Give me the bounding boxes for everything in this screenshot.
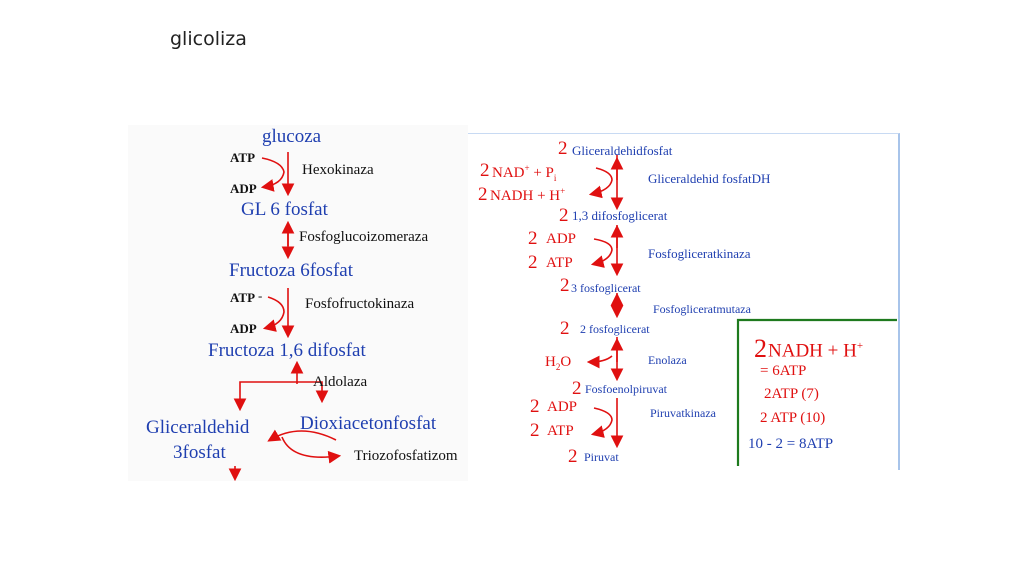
hexokinaza-label: Hexokinaza [302,162,374,178]
arrow-atp-adp-2 [262,296,285,332]
coef-10: 2 [530,396,540,417]
fosfofructokinaza-label: Fosfofructokinaza [305,296,415,312]
glycolysis-upper-panel [128,125,468,481]
arrow-izom-2 [267,429,337,442]
coef-12: 2 [568,446,578,467]
nadh-label: NADH + H+ [490,186,566,204]
summary-bracket [736,318,897,466]
coef-5: 2 [528,228,538,249]
piruvatkinaza-label: Piruvatkinaza [650,406,716,420]
summary-line-2: 2ATP (7) [764,386,819,402]
dioxiacetonfosfat-label: Dioxiacetonfosfat [300,413,437,434]
atp-label-1: ATP [230,150,256,165]
coef-7: 2 [560,275,570,296]
gliceraldehid-fosfatdh-label: Gliceraldehid fosfatDH [648,171,771,186]
coef-8: 2 [560,318,570,339]
adp-label-2: ADP [230,321,257,336]
gl6-label: GL 6 fosfat [241,199,328,220]
arrow-adp-atp-2 [590,407,613,438]
arrow-atp-adp-1 [260,157,285,192]
coef-2: 2 [480,160,490,181]
arrow-h2o [586,355,613,369]
h2o-label: H2O [545,354,572,372]
arrow-nad-nadh [588,167,613,199]
3fosfoglicerat-label: 3 fosfoglicerat [571,281,641,295]
fructoza6-label: Fructoza 6fosfat [229,260,353,281]
coef-4: 2 [559,205,569,226]
2fosfoglicerat-label: 2 fosfoglicerat [580,322,650,336]
difosfoglicerat-label: 1,3 difosfoglicerat [572,208,668,223]
summary-line-3: 2 ATP (10) [760,410,826,426]
coef-6: 2 [528,252,538,273]
atp-label-2: ATP [230,290,256,305]
arrow-aldolaza-left [233,381,297,412]
piruvat-label: Piruvat [584,450,619,464]
triozofosfatizom-label: Triozofosfatizom [354,448,458,464]
summary-line-1: = 6ATP [760,363,807,379]
enolaza-label: Enolaza [648,353,687,367]
glucoza-label: glucoza [262,126,322,147]
summary-line-4: 10 - 2 = 8ATP [748,436,834,452]
fructoza16-label: Fructoza 1,6 difosfat [208,340,366,361]
coef-3: 2 [478,184,488,205]
atp-label-2: ATP [547,423,574,439]
adp-label-2: ADP [547,399,578,415]
gliceraldehidfosfat-label: Gliceraldehidfosfat [572,143,673,158]
summary-nadh: NADH + H+ [768,340,864,362]
coef-11: 2 [530,420,540,441]
aldolaza-label: Aldolaza [313,374,368,390]
fosfogliceratmutaza-label: Fosfogliceratmutaza [653,302,751,316]
atp-dash: - [258,288,263,303]
adp-label-1: ADP [230,181,257,196]
fosfoenolpiruvat-label: Fosfoenolpiruvat [585,382,667,396]
arrow-aldolaza-right [297,381,329,404]
gliceraldehid-label: Gliceraldehid [146,417,250,438]
fosfogliceratkinaza-label: Fosfogliceratkinaza [648,246,751,261]
gliceraldehid-3fosfat-label: 3fosfat [173,442,226,463]
coef-9: 2 [572,378,582,399]
atp-label: ATP [546,255,573,271]
glycolysis-lower-panel [468,133,900,470]
adp-label: ADP [546,231,577,247]
arrow-izom-1 [281,436,342,464]
summary-coef: 2 [754,334,767,363]
coef-1: 2 [558,138,568,159]
arrow-adp-atp [590,238,613,268]
nad-pi-label: NAD+ + Pi [492,163,557,183]
slide-title: glicoliza [170,28,247,50]
fosfoglucoizomeraza-label: Fosfoglucoizomeraza [299,229,429,245]
